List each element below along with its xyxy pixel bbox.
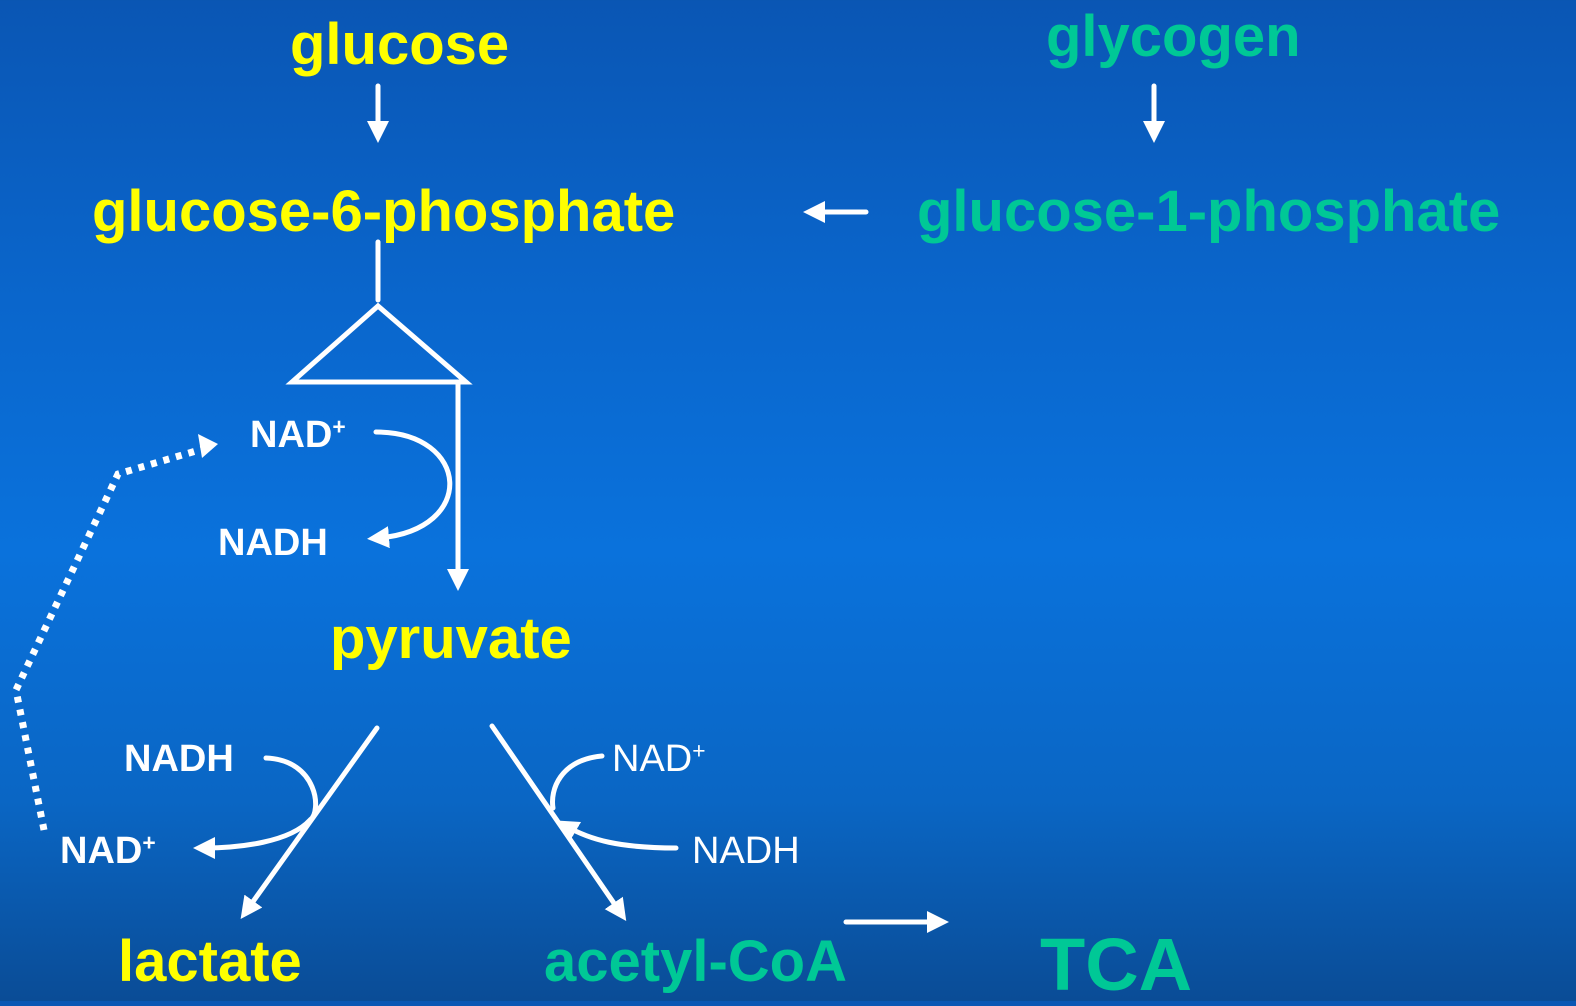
node-pyruvate: pyruvate	[330, 606, 572, 671]
charge-superscript: +	[692, 737, 706, 764]
node-glucose: glucose	[290, 12, 510, 77]
cofactor-nadh-pdh: NADH	[692, 830, 800, 872]
charge-superscript: +	[142, 829, 156, 856]
node-acetyl-coa: acetyl-CoA	[544, 929, 847, 994]
cofactor-text: NAD	[250, 414, 333, 456]
cofactor-nad-lactate: NAD+	[60, 829, 156, 872]
cofactor-nadh-glycolysis: NADH	[218, 522, 328, 564]
node-tca: TCA	[1040, 923, 1193, 1006]
node-lactate: lactate	[118, 929, 302, 994]
nad-regeneration-arrowhead	[198, 434, 218, 458]
nad-regeneration-dotted-path	[12, 444, 207, 831]
nadh-curve-pdh-in	[556, 820, 679, 851]
node-glucose-6-phosphate: glucose-6-phosphate	[92, 179, 676, 244]
nadh-to-nad-curve-lactate	[193, 755, 319, 859]
glycolysis-triangle	[285, 302, 473, 385]
cofactor-text: NAD	[612, 738, 693, 780]
cofactor-nad-pdh: NAD+	[612, 737, 706, 780]
arrow-pyruvate-to-acetyl-coa	[489, 723, 627, 922]
cofactor-nad-glycolysis: NAD+	[250, 413, 346, 456]
nad-to-nadh-curve-glycolysis	[367, 429, 453, 549]
node-glucose-1-phosphate: glucose-1-phosphate	[917, 179, 1501, 244]
charge-superscript: +	[332, 413, 346, 440]
cofactor-text: NAD	[60, 830, 143, 872]
nad-to-nadh-curve-pdh	[550, 753, 605, 811]
cofactor-nadh-lactate: NADH	[124, 738, 234, 780]
node-glycogen: glycogen	[1046, 4, 1301, 69]
